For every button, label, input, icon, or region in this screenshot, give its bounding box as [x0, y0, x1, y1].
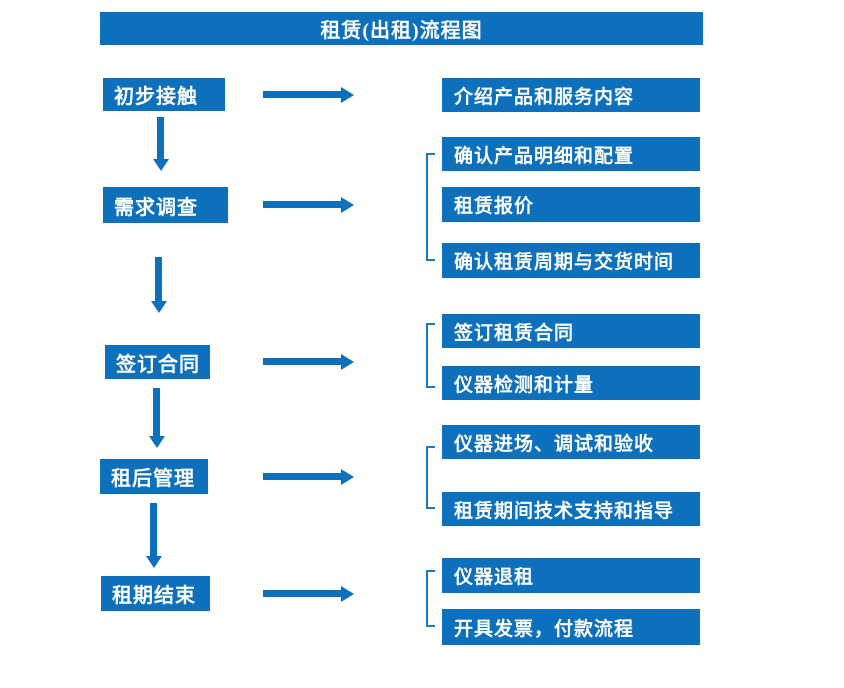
stage-lease-end: 租期结束: [101, 576, 210, 611]
detail-confirm-product-config: 确认产品明细和配置: [442, 137, 700, 171]
arrow-down-icon-3: [153, 388, 160, 436]
detail-confirm-period-delivery: 确认租赁周期与交货时间: [442, 243, 700, 278]
detail-sign-rental-contract: 签订租赁合同: [442, 314, 700, 348]
detail-intro-products-services: 介绍产品和服务内容: [442, 78, 700, 112]
flowchart-title: 租赁(出租)流程图: [100, 12, 703, 45]
arrow-right-icon-stage3: [263, 358, 341, 365]
arrow-down-icon-2: [155, 257, 162, 301]
stage-initial-contact: 初步接触: [103, 78, 225, 111]
detail-instrument-setup-acceptance: 仪器进场、调试和验收: [442, 425, 700, 459]
group-bracket-sign-contract: [426, 323, 435, 388]
stage-demand-survey: 需求调查: [103, 187, 228, 223]
arrow-right-icon-stage1: [263, 91, 341, 98]
group-bracket-demand-survey: [426, 153, 435, 261]
stage-post-rental-management: 租后管理: [100, 459, 208, 494]
arrow-down-icon-4: [150, 503, 157, 556]
detail-instrument-testing: 仪器检测和计量: [442, 366, 700, 400]
arrow-right-icon-stage5: [263, 590, 341, 597]
group-bracket-post-rental: [426, 446, 435, 509]
stage-sign-contract: 签订合同: [105, 345, 210, 379]
arrow-right-icon-stage2: [263, 201, 341, 208]
detail-invoice-payment: 开具发票，付款流程: [442, 609, 700, 645]
detail-instrument-return: 仪器退租: [442, 558, 700, 593]
arrow-right-icon-stage4: [263, 473, 341, 480]
arrow-down-icon-1: [157, 117, 164, 159]
group-bracket-lease-end: [426, 570, 435, 627]
detail-rental-tech-support: 租赁期间技术支持和指导: [442, 492, 700, 526]
detail-rental-quote: 租赁报价: [442, 187, 700, 222]
